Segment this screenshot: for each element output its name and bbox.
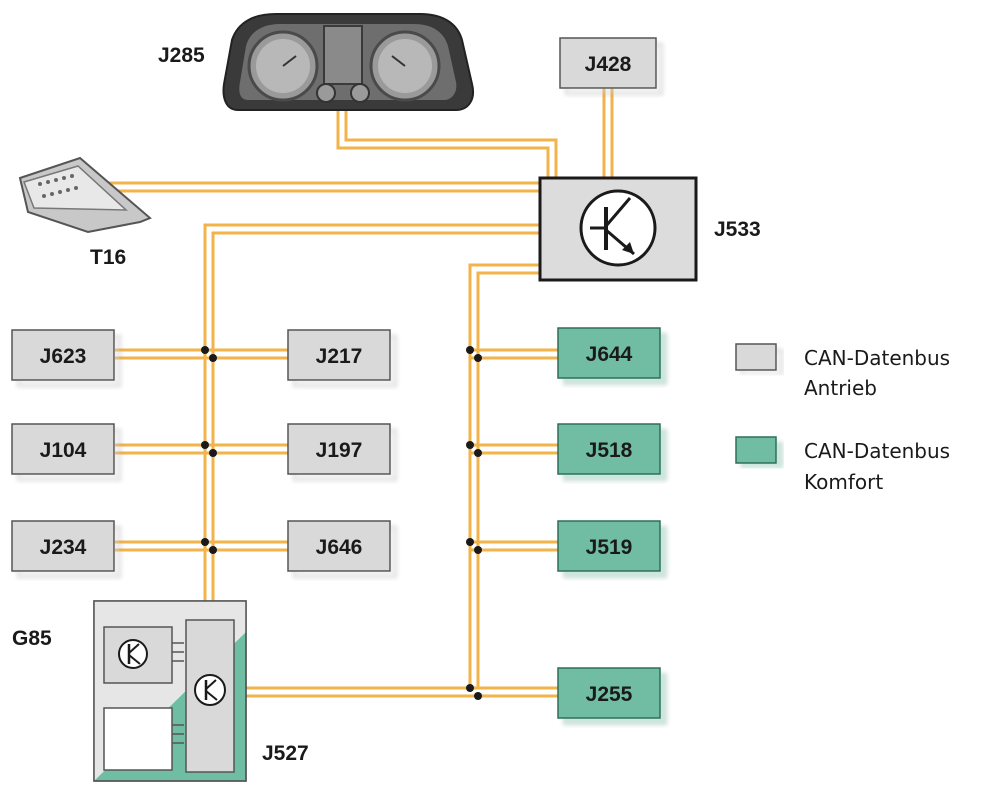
module-j197: [287, 423, 391, 475]
label-j104: J104: [40, 439, 87, 462]
legend-swatch-comfort: [735, 436, 777, 464]
legend-drive-line2: Antrieb: [804, 376, 877, 400]
label-j197: J197: [316, 439, 363, 462]
instrument-cluster-icon: [222, 13, 474, 111]
wire-j285: [336, 110, 550, 180]
legend-comfort-line2: Komfort: [804, 470, 883, 494]
label-j518: J518: [586, 439, 633, 462]
drive-modules-left: J623 J104 J234: [11, 329, 115, 572]
drive-modules-middle: J217 J197 J646: [287, 329, 391, 572]
module-j646: [287, 520, 391, 572]
module-j519: [557, 520, 661, 572]
module-j428: [559, 37, 657, 89]
label-t16: T16: [90, 246, 126, 269]
label-j519: J519: [586, 536, 633, 559]
label-j533: J533: [714, 218, 761, 241]
module-j644: [557, 327, 661, 379]
module-j527: [185, 619, 235, 773]
label-j428: J428: [585, 53, 632, 76]
module-j234: [11, 520, 115, 572]
label-j623: J623: [40, 345, 87, 368]
module-j518: [557, 423, 661, 475]
steering-column-assembly: [93, 600, 247, 782]
wire-right-trunk: [468, 263, 540, 688]
wire-left-trunk: [203, 223, 540, 605]
transistor-icon: [579, 189, 657, 267]
label-j234: J234: [40, 536, 87, 559]
module-j255: [557, 667, 661, 719]
label-j285: J285: [158, 44, 205, 67]
module-j217: [287, 329, 391, 381]
label-j644: J644: [586, 343, 633, 366]
legend-comfort-line1: CAN-Datenbus: [804, 439, 950, 463]
label-g85: G85: [12, 627, 52, 650]
legend-swatch-drive: [735, 343, 777, 371]
module-j623: [11, 329, 115, 381]
label-j217: J217: [316, 345, 363, 368]
comfort-modules: J644 J518 J519 J255: [557, 327, 661, 719]
legend: CAN-Datenbus Antrieb CAN-Datenbus Komfor…: [735, 343, 950, 494]
module-j104: [11, 423, 115, 475]
label-j527: J527: [262, 742, 309, 765]
diagnostic-connector-icon: [18, 156, 152, 234]
label-j646: J646: [316, 536, 363, 559]
legend-drive-line1: CAN-Datenbus: [804, 346, 950, 370]
label-j255: J255: [586, 683, 633, 706]
junction-dots: [201, 346, 482, 700]
